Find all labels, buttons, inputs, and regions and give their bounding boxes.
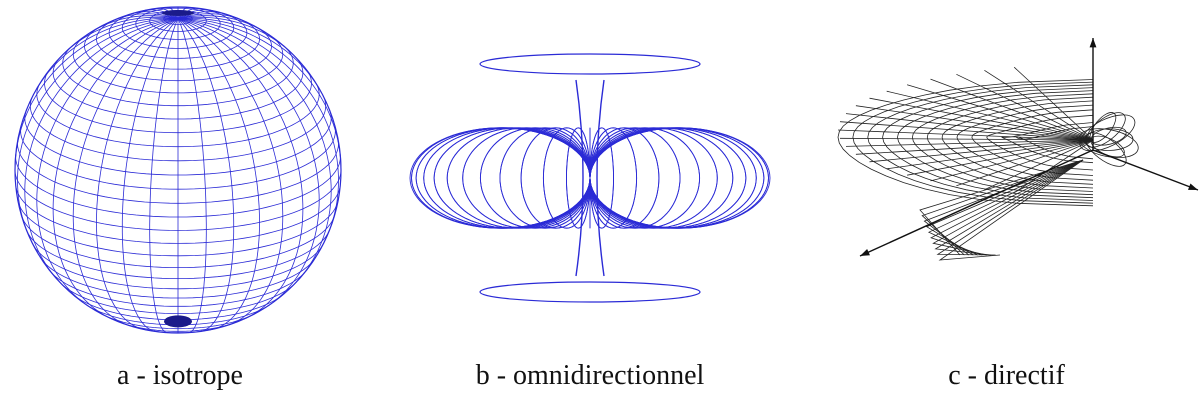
- panel-directional: c - directif: [810, 0, 1203, 403]
- caption-isotropic: a - isotrope: [117, 360, 243, 391]
- torus-top-rim: [479, 53, 701, 75]
- y-axis-line: [1092, 149, 1199, 191]
- caption-directional: c - directif: [948, 360, 1065, 391]
- panel-isotropic: a - isotrope: [0, 0, 360, 403]
- isotropic-sphere-diagram: [14, 6, 342, 334]
- caption-omnidirectional: b - omnidirectionnel: [475, 360, 705, 391]
- z-axis-arrowhead: [1089, 38, 1097, 48]
- torus-mesh: [409, 127, 771, 229]
- x-axis-arrowhead: [860, 248, 870, 256]
- south-pole-point: [164, 315, 192, 328]
- sphere-outline: [14, 6, 342, 334]
- lobe-mesh: [837, 66, 1139, 261]
- panel-omnidirectional: b - omnidirectionnel: [390, 0, 790, 403]
- omnidirectional-torus-diagram: [409, 53, 771, 303]
- y-axis-arrowhead: [1188, 183, 1198, 190]
- x-axis-line: [859, 149, 1094, 257]
- directional-lobe-diagram: [837, 38, 1199, 261]
- torus-central-pinch: [575, 79, 605, 277]
- sphere-mesh: [14, 6, 342, 334]
- north-pole-point: [162, 10, 194, 16]
- torus-bottom-rim: [479, 281, 701, 303]
- coordinate-axes: [859, 38, 1199, 257]
